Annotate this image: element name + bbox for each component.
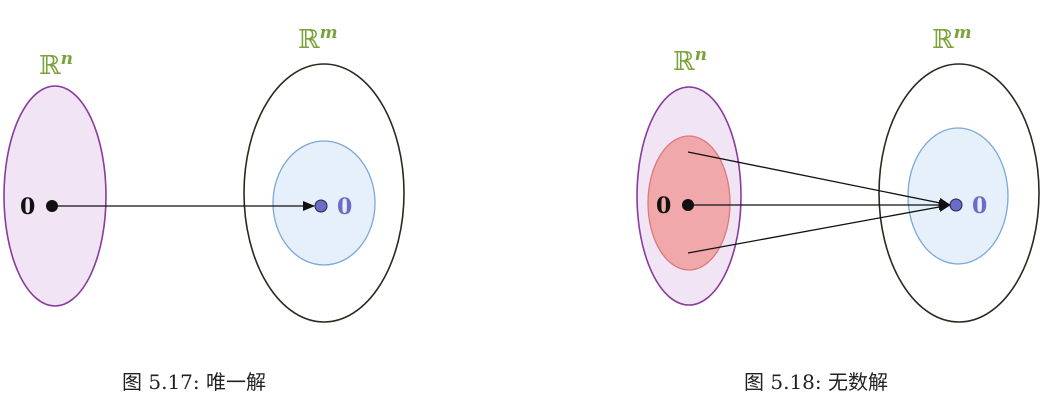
codomain-zero-label: 0 <box>972 193 987 219</box>
codomain-zero-label: 0 <box>337 194 352 220</box>
range-ellipse <box>907 127 1009 265</box>
domain-zero-label: 0 <box>20 194 35 220</box>
mapping-arrow-top <box>687 151 951 208</box>
codomain-zero-point <box>314 199 328 213</box>
figure-unique-solution: ℝn ℝm 0 0 图 5.17: 唯一解 <box>3 23 405 394</box>
domain-zero-label: 0 <box>656 193 671 219</box>
domain-space-label: ℝn <box>39 49 73 81</box>
codomain-zero-point <box>949 198 963 212</box>
figure-infinite-solutions: ℝn ℝm 0 0 图 5.18: 无数解 <box>636 23 1040 394</box>
codomain-space-label: ℝm <box>932 23 972 55</box>
figure-caption: 图 5.17: 唯一解 <box>122 370 266 394</box>
codomain-space-label: ℝm <box>298 23 338 55</box>
domain-space-label: ℝn <box>673 45 707 77</box>
domain-zero-point <box>682 199 694 211</box>
mapping-arrow-bottom <box>687 202 951 254</box>
domain-space-ellipse <box>3 85 107 307</box>
domain-zero-point <box>46 200 58 212</box>
figure-caption: 图 5.18: 无数解 <box>744 370 888 394</box>
